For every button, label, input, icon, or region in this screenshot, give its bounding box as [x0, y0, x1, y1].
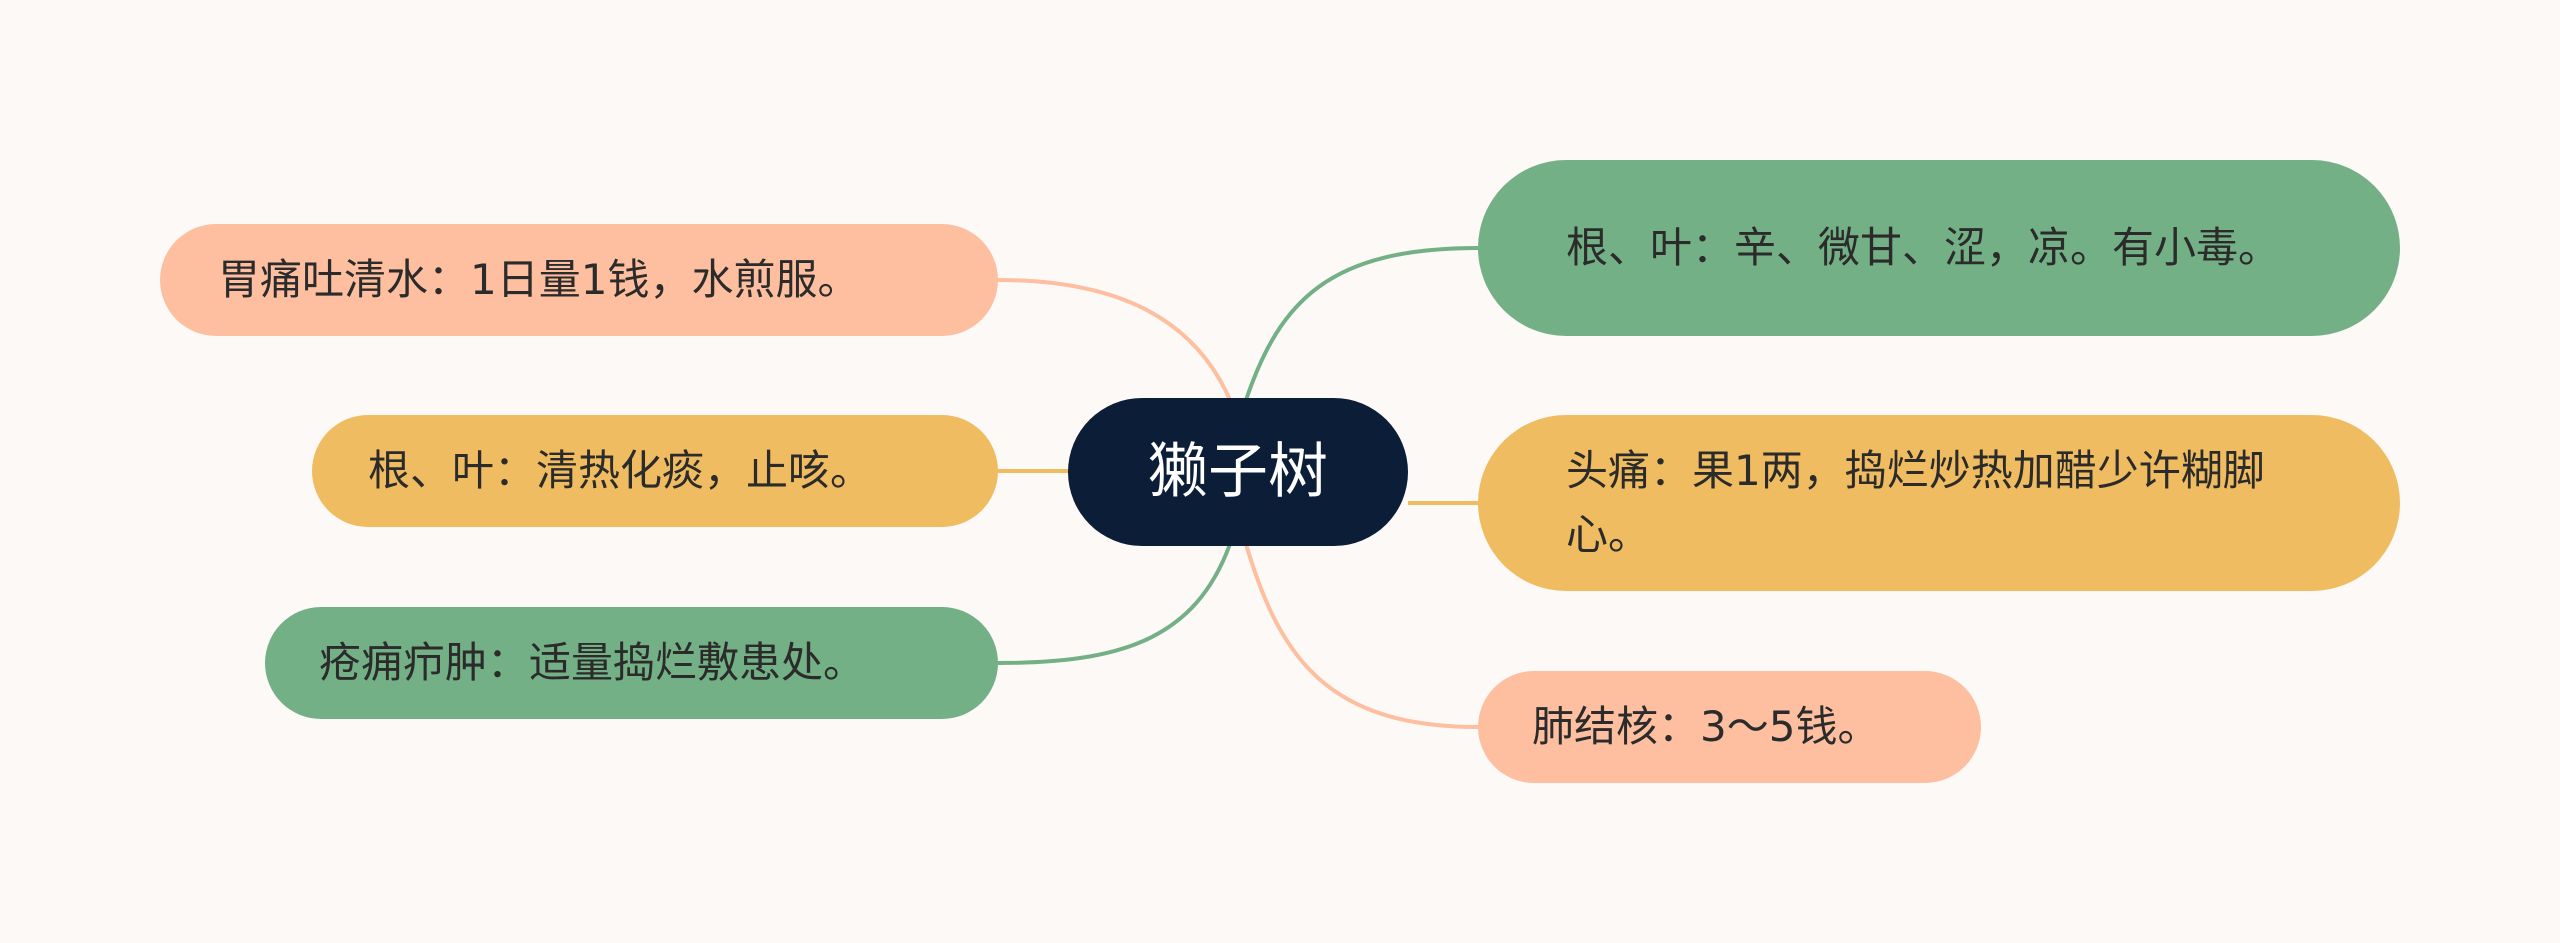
central-topic-label: 獭子树 — [1148, 437, 1328, 507]
topic-label: 胃痛吐清水：1日量1钱，水煎服。 — [218, 255, 860, 304]
topic-label: 根、叶：清热化痰，止咳。 — [368, 446, 873, 495]
topic-headache[interactable]: 头痛：果1两，捣烂炒热加醋少许糊脚心。 — [1478, 415, 2400, 591]
connector-right-3 — [1244, 543, 1479, 729]
topic-boils-swelling[interactable]: 疮痈疖肿：适量捣烂敷患处。 — [265, 607, 998, 719]
topic-stomach-pain[interactable]: 胃痛吐清水：1日量1钱，水煎服。 — [160, 224, 998, 336]
topic-label: 根、叶：辛、微甘、涩，凉。有小毒。 — [1566, 223, 2281, 272]
central-topic[interactable]: 獭子树 — [1068, 398, 1408, 546]
connector-left-3 — [997, 543, 1232, 665]
topic-label: 肺结核：3～5钱。 — [1532, 702, 1880, 751]
topic-label: 疮痈疖肿：适量捣烂敷患处。 — [319, 638, 866, 687]
topic-label: 头痛：果1两，捣烂炒热加醋少许糊脚心。 — [1566, 446, 2265, 559]
topic-tuberculosis[interactable]: 肺结核：3～5钱。 — [1478, 671, 1981, 783]
connector-left-1 — [997, 278, 1232, 401]
topic-root-leaf-properties[interactable]: 根、叶：辛、微甘、涩，凉。有小毒。 — [1478, 160, 2400, 336]
connector-right-1 — [1244, 246, 1479, 401]
topic-root-leaf-effects[interactable]: 根、叶：清热化痰，止咳。 — [312, 415, 998, 527]
